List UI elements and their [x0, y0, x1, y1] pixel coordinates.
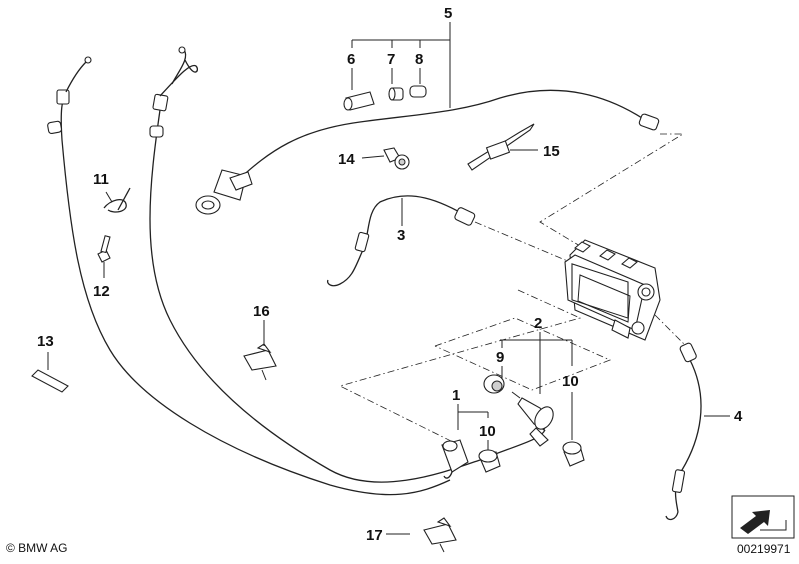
callout-2: 2 — [534, 315, 542, 332]
part-10-cap-left — [478, 449, 501, 473]
arrow-icon — [740, 510, 770, 534]
part-6-sleeve — [343, 91, 375, 111]
part-7-fitting — [388, 87, 404, 101]
callout-1: 1 — [452, 387, 460, 404]
cable-part-5 — [195, 89, 660, 215]
part-10-cap-right — [562, 441, 585, 467]
callout-4: 4 — [734, 408, 743, 425]
part-2-connector — [511, 391, 554, 447]
callout-11: 11 — [93, 171, 109, 188]
callout-5: 5 — [444, 5, 452, 22]
part-11-clamp — [103, 187, 131, 213]
cable-part-second — [149, 46, 546, 483]
callout-13: 13 — [37, 333, 54, 350]
leader-lines — [47, 22, 730, 535]
drawing-number: 00219971 — [737, 542, 791, 556]
control-unit — [564, 239, 661, 341]
cable-part-left — [47, 56, 451, 496]
callout-9: 9 — [496, 349, 504, 366]
callout-15: 15 — [543, 143, 560, 160]
callout-labels: 5 6 7 8 14 15 3 11 12 13 16 2 9 10 1 10 … — [37, 5, 743, 544]
part-15-cable-tie — [467, 123, 535, 171]
callout-17: 17 — [366, 527, 383, 544]
part-9-grommet — [483, 374, 505, 394]
part-14-clip — [383, 147, 410, 170]
callout-16: 16 — [253, 303, 270, 320]
cable-part-4 — [665, 342, 702, 521]
part-16-holder — [243, 343, 277, 381]
callout-10-right: 10 — [562, 373, 579, 390]
callout-10-left: 10 — [479, 423, 496, 440]
part-1-connector — [441, 439, 469, 479]
callout-8: 8 — [415, 51, 423, 68]
part-13-rod — [31, 369, 69, 393]
drawing-number-box: 00219971 — [731, 495, 795, 556]
cable-part-3 — [326, 195, 476, 287]
copyright-text: © BMW AG — [6, 541, 68, 555]
callout-14: 14 — [338, 151, 355, 168]
part-12-bolt — [97, 235, 111, 263]
callout-6: 6 — [347, 51, 355, 68]
part-17-holder — [423, 517, 457, 553]
callout-3: 3 — [397, 227, 405, 244]
callout-7: 7 — [387, 51, 395, 68]
dash-dot-guides — [338, 133, 689, 444]
part-8-fitting — [409, 85, 427, 98]
callout-12: 12 — [93, 283, 110, 300]
